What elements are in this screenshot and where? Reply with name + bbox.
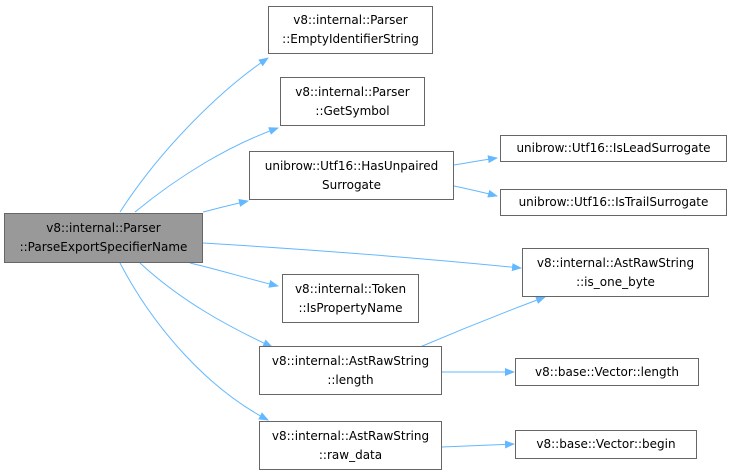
node-label-line1: v8::internal::AstRawString: [536, 255, 695, 270]
node-label: v8::base::Vector::length: [535, 364, 679, 379]
edge-parse-to-is-one-byte: [202, 242, 522, 272]
node-is-one-byte[interactable]: v8::internal::AstRawString ::is_one_byte: [522, 248, 709, 297]
node-has-unpaired-surrogate[interactable]: unibrow::Utf16::HasUnpaired Surrogate: [249, 151, 454, 200]
node-label-line2: ::IsPropertyName: [298, 300, 403, 315]
node-label-line1: v8::internal::AstRawString: [271, 428, 430, 443]
node-label-line1: v8::internal::Parser: [295, 84, 410, 99]
node-is-trail-surrogate[interactable]: unibrow::Utf16::IsTrailSurrogate: [500, 189, 727, 216]
node-label-line2: ::is_one_byte: [576, 274, 655, 289]
edge-parse-to-ast-raw-data: [119, 262, 269, 421]
node-label-line1: v8::internal::Parser: [293, 13, 408, 27]
node-vector-length[interactable]: v8::base::Vector::length: [515, 358, 699, 386]
edge-parse-to-get-symbol: [134, 127, 279, 213]
edge-ast-raw-data-to-vector-begin: [441, 440, 515, 449]
edge-has-unpaired-to-is-trail: [453, 185, 498, 198]
node-ast-raw-string-length[interactable]: v8::internal::AstRawString ::length: [259, 346, 442, 395]
node-label-line1: v8::internal::Parser: [46, 221, 161, 235]
edge-parse-to-is-property-name: [189, 262, 279, 288]
edge-parse-to-ast-length: [139, 262, 273, 348]
edge-parse-to-has-unpaired: [202, 199, 249, 213]
node-label-line2: Surrogate: [321, 177, 381, 192]
edge-has-unpaired-to-is-lead: [453, 155, 498, 166]
node-ast-raw-string-raw-data[interactable]: v8::internal::AstRawString ::raw_data: [259, 421, 442, 470]
node-label-line1: v8::internal::Token: [294, 281, 407, 296]
node-label: unibrow::Utf16::IsLeadSurrogate: [516, 141, 711, 155]
node-parse-export-specifier-name[interactable]: v8::internal::Parser ::ParseExportSpecif…: [4, 213, 203, 263]
edge-parse-to-empty-identifier: [119, 57, 269, 213]
node-is-lead-surrogate[interactable]: unibrow::Utf16::IsLeadSurrogate: [500, 135, 727, 162]
node-label-line2: ::EmptyIdentifierString: [282, 32, 419, 46]
edge-ast-length-to-is-one-byte: [419, 296, 546, 348]
node-get-symbol[interactable]: v8::internal::Parser ::GetSymbol: [280, 77, 425, 126]
node-label-line1: unibrow::Utf16::HasUnpaired: [264, 158, 439, 173]
node-label-line2: ::length: [327, 372, 374, 387]
node-label-line1: v8::internal::AstRawString: [271, 353, 430, 368]
node-label-line2: ::ParseExportSpecifierName: [19, 240, 188, 254]
node-label-line2: ::GetSymbol: [315, 103, 390, 118]
node-is-property-name[interactable]: v8::internal::Token ::IsPropertyName: [282, 274, 419, 323]
node-label-line2: ::raw_data: [318, 447, 383, 462]
node-label: v8::base::Vector::begin: [536, 437, 676, 451]
node-empty-identifier-string[interactable]: v8::internal::Parser ::EmptyIdentifierSt…: [268, 6, 433, 54]
node-label: unibrow::Utf16::IsTrailSurrogate: [518, 195, 709, 209]
node-vector-begin[interactable]: v8::base::Vector::begin: [515, 430, 697, 459]
